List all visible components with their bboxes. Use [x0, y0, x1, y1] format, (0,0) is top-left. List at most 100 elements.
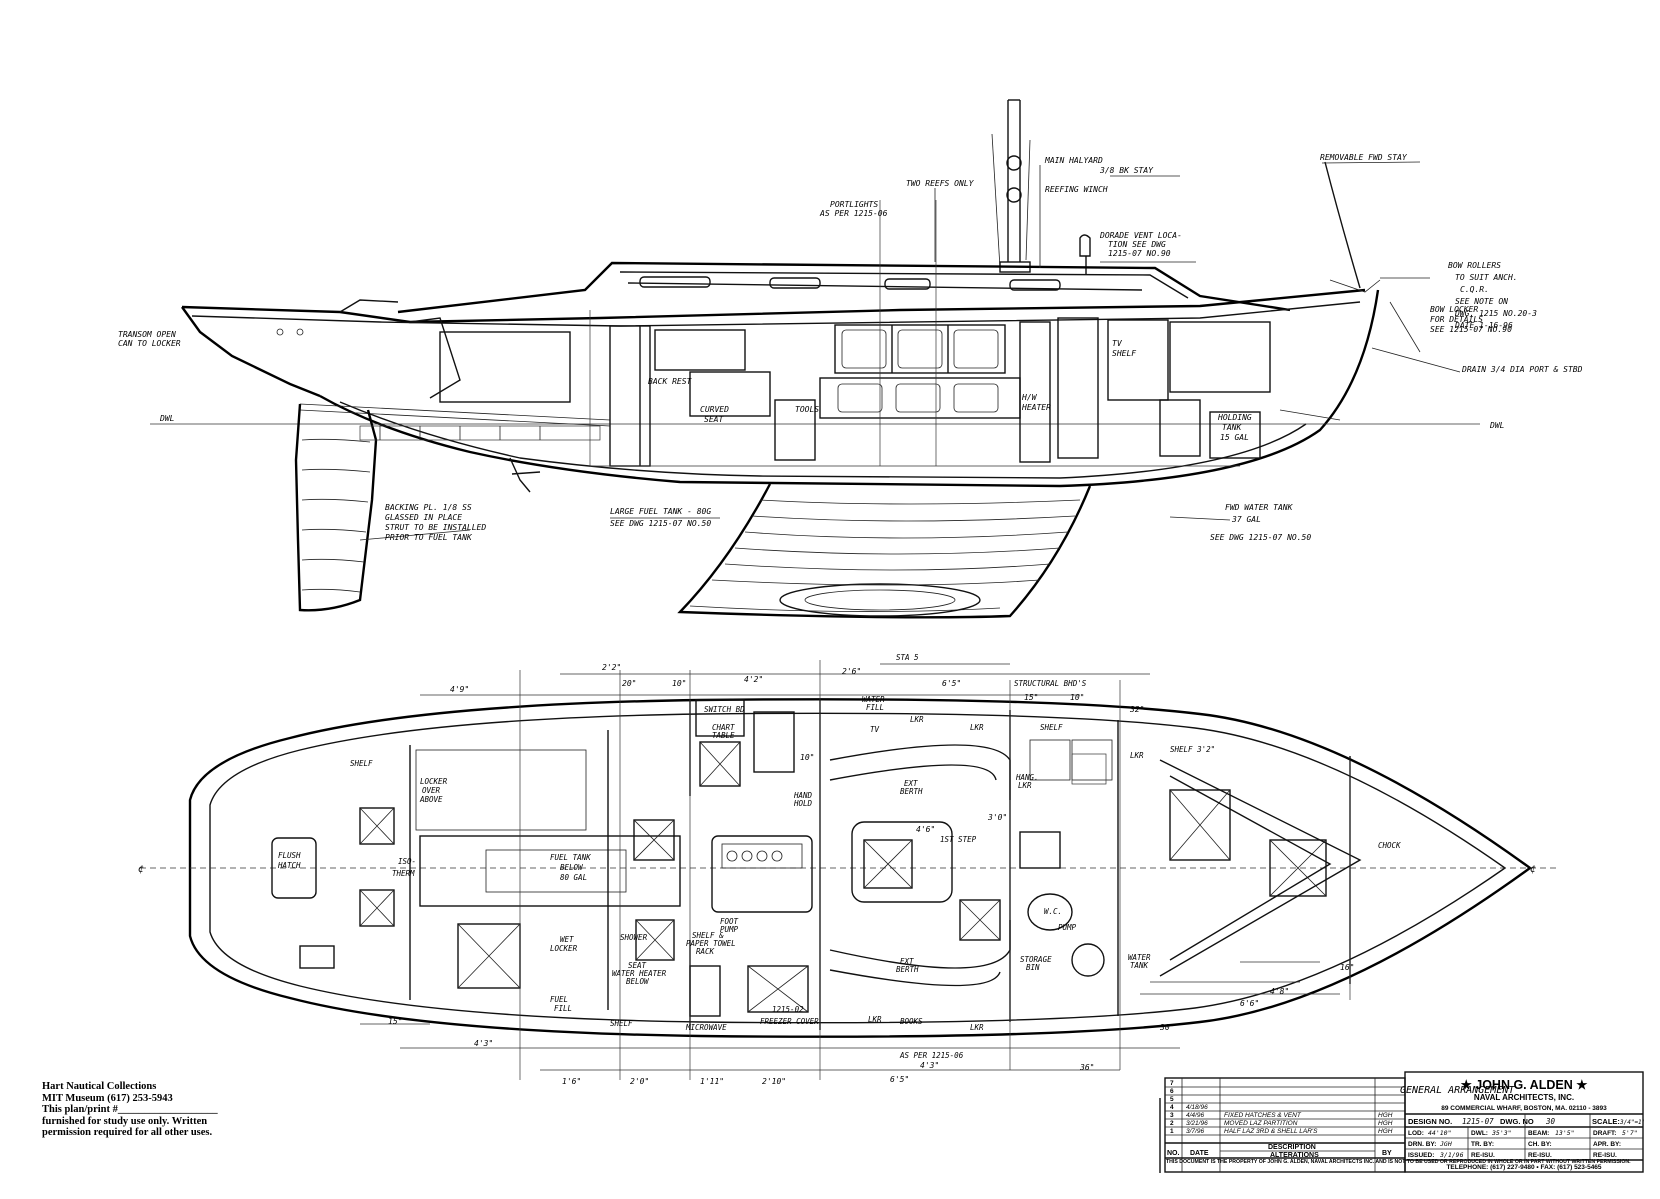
- drawing-title: GENERAL ARRANGEMENT: [1400, 1085, 1515, 1096]
- credit-line-1: Hart Nautical Collections: [42, 1081, 157, 1092]
- beam-label: BEAM:: [1528, 1130, 1549, 1137]
- firm-name: ★ JOHN G. ALDEN ★: [1461, 1078, 1589, 1092]
- plan-water-tank: WATER: [1128, 953, 1151, 962]
- dim-top-5: 4'2": [744, 675, 763, 684]
- plan-lkr-5: LKR: [1130, 751, 1144, 760]
- plan-microwave: MICROWAVE: [685, 1023, 727, 1032]
- plan-shelf-port: SHELF: [610, 1019, 633, 1028]
- rev-header-description: DESCRIPTION: [1268, 1144, 1316, 1151]
- plan-fuel-fill-2: FILL: [554, 1004, 572, 1013]
- note-reefing-winch: REEFING WINCH: [1045, 185, 1108, 194]
- plan-hang: HANG.: [1015, 773, 1039, 782]
- dim-top-6: 2'6": [842, 667, 861, 676]
- plan-lkr-3: LKR: [868, 1015, 882, 1024]
- dim-bottom-6: 2'10": [762, 1077, 786, 1086]
- dim-bottom-13: 16": [1340, 963, 1354, 972]
- plan-wet: WET: [560, 935, 574, 944]
- revision-table: 7 6 5 4 3 2 1 4/18/96 4/4/96 FIXED HATCH…: [1164, 1077, 1631, 1173]
- note-date: DATE 1-16-96: [1454, 321, 1513, 330]
- plan-shower: SHOWER: [620, 933, 648, 942]
- plan-fuel-fill: FUEL: [550, 995, 568, 1004]
- plan-foot: FOOT: [720, 917, 739, 926]
- beam-value: 13'5": [1555, 1129, 1575, 1137]
- accommodation-plan: ¢ ¢: [138, 660, 1560, 1080]
- rev-desc-1: HALF LAZ 3RD & SHELL LAR'S: [1224, 1128, 1318, 1135]
- plan-head-pump: PUMP: [1058, 923, 1077, 932]
- rev-no-1: 1: [1170, 1128, 1174, 1135]
- note-water-tank: FWD WATER TANK: [1225, 503, 1294, 512]
- rev-by-2: HGH: [1378, 1120, 1393, 1127]
- note-portlights-ref: AS PER 1215-06: [819, 209, 888, 218]
- rev-no-6: 6: [1170, 1088, 1174, 1095]
- note-curved: CURVED: [700, 405, 729, 414]
- plan-fuel-below: BELOW: [560, 863, 584, 872]
- tr-label: TR. BY:: [1471, 1141, 1494, 1148]
- design-no-value: 1215-07: [1462, 1117, 1494, 1126]
- firm-address: 89 COMMERCIAL WHARF, BOSTON, MA. 02110 -…: [1441, 1105, 1607, 1112]
- dim-bottom-11: 6'6": [1240, 999, 1259, 1008]
- rev-desc-2: MOVED LAZ PARTITION: [1224, 1120, 1298, 1127]
- scale-label: SCALE:: [1592, 1117, 1620, 1126]
- note-tv-shelf: SHELF: [1112, 349, 1136, 358]
- plan-fuel-tank: FUEL TANK: [550, 853, 591, 862]
- plan-chart: CHART: [712, 723, 735, 732]
- property-note: THIS DOCUMENT IS THE PROPERTY OF JOHN G.…: [1166, 1159, 1631, 1165]
- dwl-value: 35'3": [1491, 1129, 1512, 1137]
- plan-water-fill: FILL: [866, 703, 884, 712]
- plan-seat: SEAT: [628, 961, 647, 970]
- plan-storage: STORAGE: [1020, 955, 1052, 964]
- plan-wet-locker: LOCKER: [550, 944, 578, 953]
- note-backing: BACKING PL. 1/8 SS: [385, 503, 472, 512]
- saloon-table: [851, 821, 953, 903]
- plan-switch-bd: SWITCH BD: [704, 705, 745, 714]
- note-bow-locker-3: SEE 1215-07 NO.90: [1430, 325, 1512, 334]
- flush-hatch: [271, 837, 317, 899]
- firm-block: ★ JOHN G. ALDEN ★ NAVAL ARCHITECTS, INC.…: [1404, 1071, 1645, 1173]
- plan-fuel-gal: 80 GAL: [560, 873, 587, 882]
- firm-contact: TELEPHONE: (617) 227-9480 • FAX: (617) 5…: [1446, 1164, 1601, 1171]
- plan-dimensions: 4'9" 2'2" 20" 10" 4'2" 2'6" 6'5" 15" 10"…: [388, 663, 1354, 1086]
- credit-line-2: MIT Museum (617) 253-5943: [42, 1092, 173, 1104]
- note-removable-stay: REMOVABLE FWD STAY: [1320, 153, 1408, 162]
- note-see-note-2: DWG. 1215 NO.20-3: [1454, 309, 1537, 318]
- credit-line-4: furnished for study use only. Written: [42, 1115, 208, 1127]
- note-backing-4: PRIOR TO FUEL TANK: [385, 533, 473, 542]
- dim-bottom-4: 2'0": [630, 1077, 649, 1086]
- draft-label: DRAFT:: [1593, 1130, 1616, 1137]
- dwg-no-value: 30: [1545, 1117, 1556, 1126]
- plan-therm: THERM: [392, 869, 415, 878]
- plan-seat-2: WATER HEATER: [612, 969, 667, 978]
- draft-value: 5'7": [1622, 1129, 1638, 1137]
- note-holding-2: TANK: [1222, 423, 1242, 432]
- plan-annotations: SHELF LOCKER OVER ABOVE FLUSH HATCH ISO-…: [277, 653, 1401, 1060]
- lod-value: 44'10": [1428, 1129, 1451, 1137]
- note-dorade-3: 1215-07 NO.90: [1108, 249, 1171, 258]
- plan-freezer: FREEZER COVER: [760, 1017, 819, 1026]
- rev-header-by: BY: [1382, 1150, 1392, 1157]
- dim-bottom-7: 4'3": [920, 1061, 939, 1070]
- dwg-no-label: DWG. NO: [1500, 1117, 1534, 1126]
- plan-ext-2: EXT: [900, 957, 914, 966]
- dim-side-1: 4'6": [916, 825, 935, 834]
- plan-pump: PUMP: [720, 925, 739, 934]
- plan-chart-table: TABLE: [712, 731, 735, 740]
- plan-berth: BERTH: [900, 787, 923, 796]
- title-block: GENERAL ARRANGEMENT 7 6 5 4 3 2: [1159, 1071, 1645, 1173]
- note-water-tank-2: 37 GAL: [1231, 515, 1261, 524]
- rev-no-4: 4: [1170, 1104, 1174, 1111]
- note-backstay: 3/8 BK STAY: [1099, 166, 1154, 175]
- note-fuel-tank: LARGE FUEL TANK - 80G: [610, 507, 711, 516]
- sheer-line: [181, 288, 1366, 324]
- note-bow-rollers-2: TO SUIT ANCH.: [1455, 273, 1518, 282]
- lod-label: LOD:: [1408, 1130, 1424, 1137]
- dim-bottom-10: 30": [1159, 1023, 1174, 1032]
- note-see-note: SEE NOTE ON: [1455, 297, 1508, 306]
- plan-portlights: AS PER 1215-06: [899, 1051, 964, 1060]
- design-no-label: DESIGN NO.: [1408, 1117, 1452, 1126]
- note-portlights: PORTLIGHTS: [830, 200, 878, 209]
- note-bow-locker: BOW LOCKER: [1430, 305, 1478, 314]
- hull-profile: [319, 289, 1380, 488]
- ch-label: CH. BY:: [1528, 1141, 1552, 1148]
- rev-date-2: 3/21/96: [1186, 1120, 1208, 1127]
